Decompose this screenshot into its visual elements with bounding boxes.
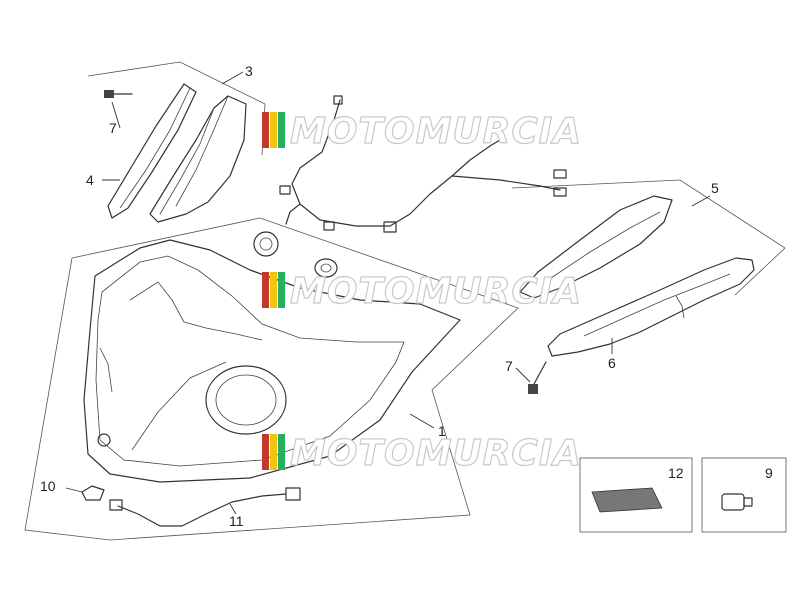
rubber-grommet-part [253,231,279,257]
bracket-left-part [107,83,197,219]
leader-line-7b [515,367,531,383]
lower-cover-right-part [547,257,755,357]
leader-line-1 [409,413,435,429]
callout-9: 9 [765,465,773,481]
side-cover-left-part [149,95,247,223]
leader-line-11 [229,503,237,515]
callout-5: 5 [711,180,719,196]
leader-line-3 [221,71,244,85]
callout-11: 11 [229,513,244,529]
watermark-logo: MOTOMURCIA [262,432,582,475]
leader-line-7a [111,101,121,129]
callout-3: 3 [245,63,253,79]
watermark-text: MOTOMURCIA [290,271,582,312]
kit-box-9 [701,457,787,533]
frame-group-3-4 [87,61,266,156]
callout-7: 7 [505,358,513,374]
side-cover-right-part [519,195,673,299]
frame-group-5-6 [511,179,786,296]
callout-1: 1 [438,423,446,439]
rubber-grommet-part [314,258,338,278]
frame-group-1-headlight [24,217,519,541]
callout-7: 7 [109,120,117,136]
leader-line-10 [65,487,83,493]
kit-box-12 [579,457,693,533]
callout-6: 6 [608,355,616,371]
callout-10: 10 [40,478,56,494]
watermark-logo: MOTOMURCIA [262,270,582,313]
leader-line-5 [691,195,711,207]
watermark-logo: MOTOMURCIA [262,110,582,153]
headlight-assembly-part [83,239,461,483]
watermark-text: MOTOMURCIA [290,433,582,474]
cable-harness-part [109,487,301,527]
callout-12: 12 [668,465,684,481]
callout-4: 4 [86,172,94,188]
wiring-harness-part [279,95,567,233]
screw-7-upper-part [104,90,133,98]
bulb-socket-part [81,485,105,501]
watermark-text: MOTOMURCIA [290,111,582,152]
sealant-pad-part [591,487,663,513]
screw-7-lower-part [528,361,547,394]
bulb-part [721,493,753,511]
